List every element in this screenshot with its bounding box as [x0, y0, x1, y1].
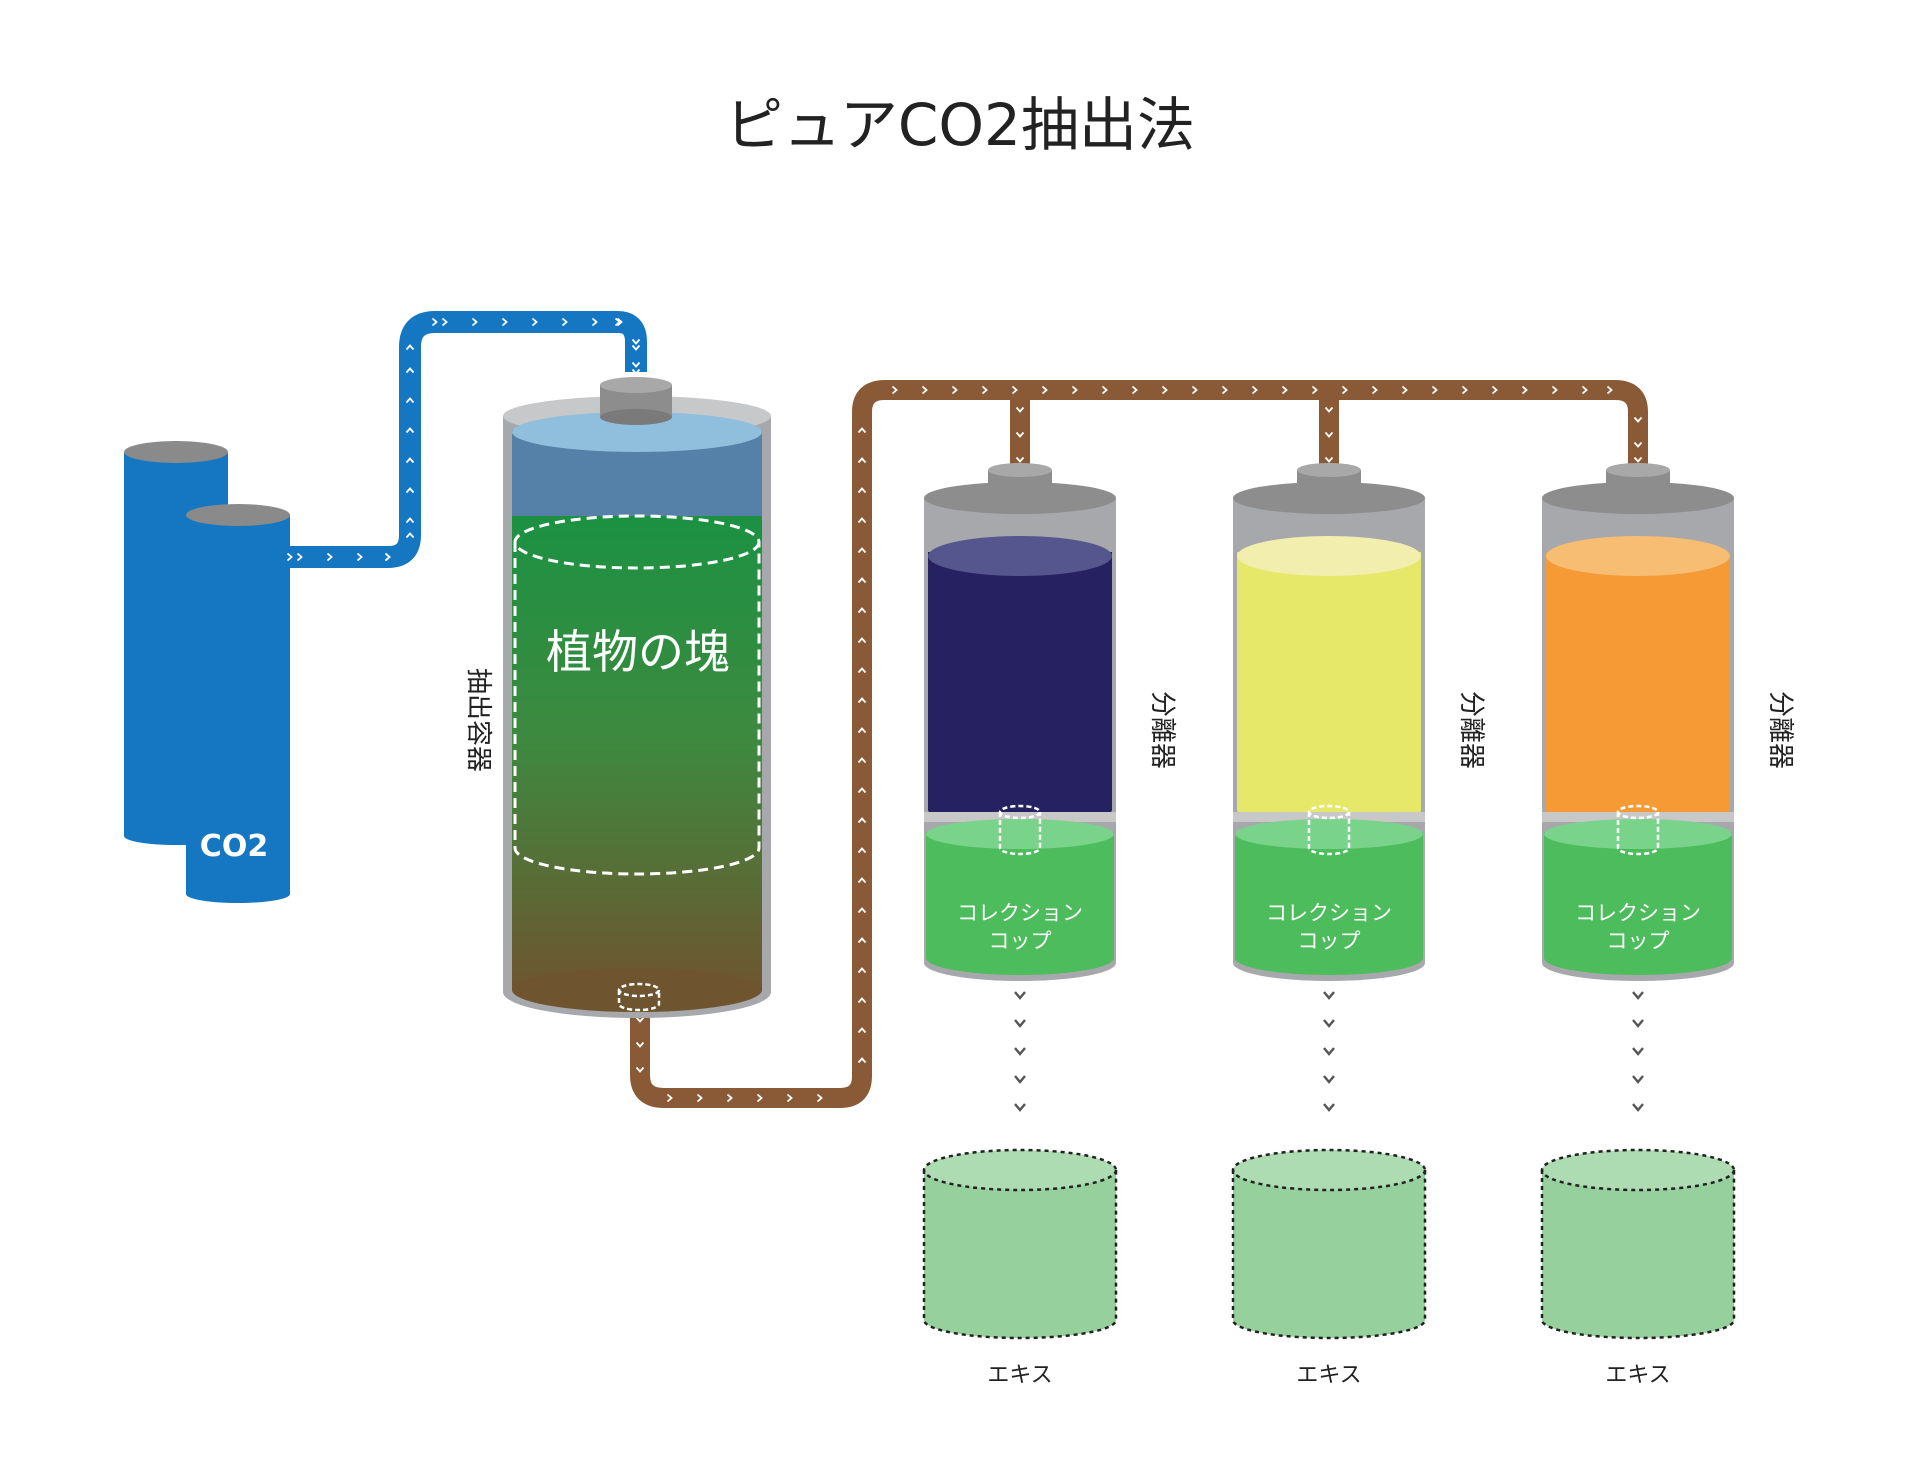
collection-cup-bottom	[926, 941, 1114, 975]
extract-container	[1231, 1148, 1427, 1340]
extract-top	[1233, 1150, 1425, 1190]
page-title: ピュアCO2抽出法	[725, 91, 1195, 159]
extract-body	[1542, 1170, 1734, 1320]
co2-pipe	[286, 311, 647, 568]
chevron-down-icon	[1323, 991, 1335, 1000]
drip-arrows	[1632, 991, 1644, 1112]
separator-shell-top	[924, 482, 1116, 514]
separator-liquid	[1546, 552, 1730, 810]
extraction-vessel: 植物の塊 抽出容器	[463, 377, 771, 1018]
extract-pipe-arrows	[640, 390, 1638, 1098]
extract-outline	[922, 1148, 1118, 1340]
separator-liquid-surface	[928, 536, 1112, 576]
co2-tank-front	[186, 504, 290, 903]
chevron-down-icon	[1014, 1047, 1026, 1056]
extract-top	[1542, 1150, 1734, 1190]
collection-cup-surface	[926, 819, 1114, 849]
extract-bottom	[1233, 1302, 1425, 1338]
extract-outline	[1540, 1148, 1736, 1340]
collection-cup-label-line2: コップ	[1298, 929, 1361, 953]
collection-cup-label-line1: コレクション	[1266, 901, 1392, 925]
chevron-down-icon	[1632, 1075, 1644, 1084]
separator-label: 分離器	[1765, 691, 1795, 769]
chevron-down-icon	[1323, 1075, 1335, 1084]
extract-bottom	[1542, 1302, 1734, 1338]
collection-cup-bottom	[1235, 941, 1423, 975]
separator-label: 分離器	[1456, 691, 1486, 769]
separator-liquid-surface	[1237, 536, 1421, 576]
separators: コレクションコップ分離器エキスコレクションコップ分離器エキスコレクションコップ分…	[922, 463, 1795, 1388]
collection-cup-label-line2: コップ	[989, 929, 1052, 953]
separator-liquid-surface	[1546, 536, 1730, 576]
separator-shell-top	[1233, 482, 1425, 514]
extract-top	[924, 1150, 1116, 1190]
extract-pipe	[630, 380, 1648, 1108]
chevron-down-icon	[1632, 1019, 1644, 1028]
collection-cup-label-line2: コップ	[1607, 929, 1670, 953]
chevron-down-icon	[1323, 1103, 1335, 1112]
co2-tank-label: CO2	[200, 829, 268, 864]
extract-bottom	[924, 1302, 1116, 1338]
separator-label: 分離器	[1147, 691, 1177, 769]
collection-cup-label-line1: コレクション	[1575, 901, 1701, 925]
chevron-down-icon	[1014, 1019, 1026, 1028]
extract-label: エキス	[1296, 1363, 1361, 1388]
extraction-vessel-label: 抽出容器	[463, 668, 493, 772]
extract-label: エキス	[987, 1363, 1052, 1388]
drip-arrows	[1323, 991, 1335, 1112]
vessel-filter	[617, 982, 661, 1012]
separator-liquid	[928, 552, 1112, 810]
chevron-down-icon	[1632, 991, 1644, 1000]
separator-plate	[1233, 812, 1425, 822]
collection-cup-label-line1: コレクション	[957, 901, 1083, 925]
separator-plate	[1542, 812, 1734, 822]
plant-mass-outline	[513, 514, 761, 876]
co2-tanks: CO2	[124, 441, 290, 903]
extract-label: エキス	[1605, 1363, 1670, 1388]
collection-cup-surface	[1235, 819, 1423, 849]
separator-filter	[1307, 804, 1351, 856]
separator-filter	[998, 804, 1042, 856]
chevron-down-icon	[1323, 1047, 1335, 1056]
separator-plate	[924, 812, 1116, 822]
extract-body	[1233, 1170, 1425, 1320]
vessel-cap	[600, 377, 672, 425]
separator-shell-top	[1542, 482, 1734, 514]
collection-cup-surface	[1544, 819, 1732, 849]
chevron-down-icon	[1014, 1103, 1026, 1112]
extract-container	[1540, 1148, 1736, 1340]
separator-liquid	[1237, 552, 1421, 810]
chevron-down-icon	[1632, 1047, 1644, 1056]
separator-filter	[1616, 804, 1660, 856]
plant-mass-label: 植物の塊	[546, 625, 730, 679]
chevron-down-icon	[1014, 991, 1026, 1000]
chevron-down-icon	[1323, 1019, 1335, 1028]
collection-cup-bottom	[1544, 941, 1732, 975]
chevron-down-icon	[1632, 1103, 1644, 1112]
extract-container	[922, 1148, 1118, 1340]
drip-arrows	[1014, 991, 1026, 1112]
chevron-down-icon	[1014, 1075, 1026, 1084]
extract-outline	[1231, 1148, 1427, 1340]
extract-body	[924, 1170, 1116, 1320]
